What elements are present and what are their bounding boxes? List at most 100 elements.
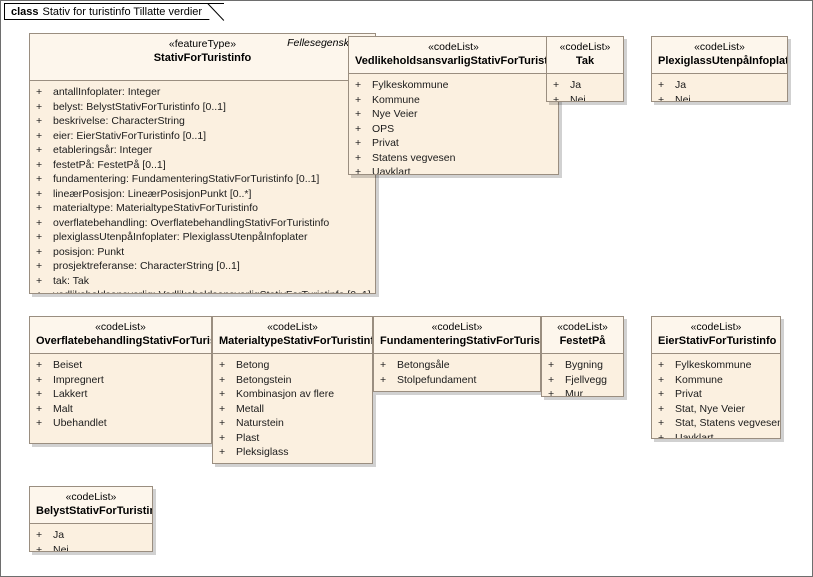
attribute-row[interactable]: +Betongstein [213, 373, 372, 388]
visibility-marker: + [219, 359, 226, 371]
attribute-row[interactable]: +Privat [349, 136, 558, 151]
attribute-row[interactable]: +Nei [30, 543, 152, 552]
diagram-title-tab[interactable]: class Stativ for turistinfo Tillatte ver… [4, 3, 226, 22]
class-stereotype: «codeList» [95, 321, 146, 333]
class-box-materialtypestativforturistinfo[interactable]: «codeList» MaterialtypeStativForTuristin… [212, 316, 373, 464]
attribute-row[interactable]: +belyst: BelystStativForTuristinfo [0..1… [30, 100, 375, 115]
visibility-marker: + [355, 108, 362, 120]
attribute-row[interactable]: +Fylkeskommune [349, 78, 558, 93]
attribute-row[interactable]: + Betong [213, 358, 372, 373]
attribute-row[interactable]: +beskrivelse: CharacterString [30, 114, 375, 129]
class-box-festetpa[interactable]: «codeList» FestetPå +Bygning +Fjellvegg … [541, 316, 624, 397]
visibility-marker: + [219, 446, 226, 458]
attribute-row[interactable]: +Ja [30, 528, 152, 543]
attribute-row[interactable]: +Metall [213, 402, 372, 417]
attribute-row[interactable]: +vedlikeholdsansvarlig: Vedlikeholdsansv… [30, 288, 375, 293]
attribute-row[interactable]: +Ubehandlet [30, 416, 211, 431]
attribute-row[interactable]: +Uavklart [349, 165, 558, 174]
attribute-row[interactable]: +fundamentering: FundamenteringStativFor… [30, 172, 375, 187]
attribute-row[interactable]: +Nye Veier [349, 107, 558, 122]
attribute-row[interactable]: +Privat [652, 387, 780, 402]
class-stereotype: «featureType» [168, 38, 237, 50]
attribute-row[interactable]: +prosjektreferanse: CharacterString [0..… [30, 259, 375, 274]
attribute-row[interactable]: +Naturstein [213, 416, 372, 431]
attribute-row[interactable]: +Uavklart [652, 431, 780, 439]
visibility-marker: + [36, 260, 43, 272]
class-name: MaterialtypeStativForTuristinfo [219, 335, 372, 347]
class-box-eierstativforturistinfo[interactable]: «codeList» EierStativForTuristinfo +Fylk… [651, 316, 781, 439]
attribute-row[interactable]: +Nei [547, 93, 623, 102]
class-header: «codeList» FundamenteringStativForTurist… [374, 317, 540, 354]
class-box-fundamenteringstativforturistinfo[interactable]: «codeList» FundamenteringStativForTurist… [373, 316, 541, 392]
attribute-row[interactable]: +tak: Tak [30, 274, 375, 289]
attribute-row[interactable]: + Kombinasjon av flere [213, 387, 372, 402]
attribute-row[interactable]: +Nei [652, 93, 787, 102]
attribute-text: Kombinasjon av flere [236, 388, 335, 400]
class-box-stativforturistinfo[interactable]: Fellesegenskaper «featureType» StativFor… [29, 33, 376, 294]
attribute-row[interactable]: +materialtype: MaterialtypeStativForTuri… [30, 201, 375, 216]
visibility-marker: + [658, 417, 665, 429]
attribute-row[interactable]: +Plast [213, 431, 372, 446]
attribute-row[interactable]: +etableringsår: Integer [30, 143, 375, 158]
attribute-row[interactable]: +Stolpefundament [374, 373, 540, 388]
attribute-row[interactable]: +Fjellvegg [542, 373, 623, 388]
attribute-row[interactable]: +Mur [542, 387, 623, 396]
class-stereotype: «codeList» [428, 41, 479, 53]
class-attributes: +Ja +Nei [547, 74, 623, 102]
visibility-marker: + [355, 79, 362, 91]
visibility-marker: + [219, 388, 226, 400]
attribute-row[interactable]: +Statens vegvesen [349, 151, 558, 166]
attribute-row[interactable]: +Lakkert [30, 387, 211, 402]
attribute-row[interactable]: +OPS [349, 122, 558, 137]
visibility-marker: + [36, 86, 43, 98]
attribute-row[interactable]: +Impregnert [30, 373, 211, 388]
attribute-text: overflatebehandling: Overflatebehandling… [53, 216, 330, 229]
attribute-text: Betongsåle [397, 359, 450, 371]
attribute-row[interactable]: +Kommune [349, 93, 558, 108]
attribute-row[interactable]: +lineærPosisjon: LineærPosisjonPunkt [0.… [30, 187, 375, 202]
visibility-marker: + [36, 115, 43, 127]
class-box-vedlikeholdsansvarligstativforturistinfo[interactable]: «codeList» VedlikeholdsansvarligStativFo… [348, 36, 559, 175]
class-header: «codeList» MaterialtypeStativForTuristin… [213, 317, 372, 354]
visibility-marker: + [36, 288, 53, 293]
class-box-plexiglassutenpainfoplater[interactable]: «codeList» PlexiglassUtenpåInfoplater +J… [651, 36, 788, 102]
class-header: «codeList» VedlikeholdsansvarligStativFo… [349, 37, 558, 74]
attribute-text: Bygning [565, 359, 603, 371]
visibility-marker: + [658, 79, 665, 91]
attribute-row[interactable]: +Kommune [652, 373, 780, 388]
attribute-text: etableringsår: Integer [53, 144, 153, 156]
attribute-row[interactable]: +Malt [30, 402, 211, 417]
attribute-row[interactable]: +festetPå: FestetPå [0..1] [30, 158, 375, 173]
attribute-row[interactable]: +posisjon: Punkt [30, 245, 375, 260]
class-name: VedlikeholdsansvarligStativForTuristinfo [355, 55, 558, 67]
attribute-text: fundamentering: FundamenteringStativForT… [53, 173, 320, 185]
attribute-text: Betong [236, 359, 270, 371]
class-header: «codeList» FestetPå [542, 317, 623, 354]
class-box-overflatebehandlingstativforturistinfo[interactable]: «codeList» OverflatebehandlingStativForT… [29, 316, 212, 444]
attribute-row[interactable]: +Stat, Nye Veier [652, 402, 780, 417]
visibility-marker: + [355, 122, 362, 135]
attribute-row[interactable]: +overflatebehandling: Overflatebehandlin… [30, 216, 375, 231]
attribute-text: Nei [53, 543, 69, 552]
class-attributes: +Ja +Nei [30, 524, 152, 552]
attribute-row[interactable]: +Beiset [30, 358, 211, 373]
attribute-row[interactable]: +Fylkeskommune [652, 358, 780, 373]
class-box-belyststativforturistinfo[interactable]: «codeList» BelystStativForTuristinfo +Ja… [29, 486, 153, 552]
attribute-text: Ja [675, 79, 687, 91]
attribute-row[interactable]: +Betongsåle [374, 358, 540, 373]
class-box-tak[interactable]: «codeList» Tak +Ja +Nei [546, 36, 624, 102]
attribute-row[interactable]: + Pleksiglass [213, 445, 372, 460]
attribute-row[interactable]: +Tre [213, 460, 372, 464]
attribute-text: Kommune [675, 373, 723, 386]
attribute-row[interactable]: +Ja [547, 78, 623, 93]
attribute-text: eier: EierStativForTuristinfo [0..1] [53, 129, 207, 142]
visibility-marker: + [36, 245, 43, 258]
attribute-row[interactable]: +Stat, Statens vegvesen [652, 416, 780, 431]
attribute-row[interactable]: + Ja [652, 78, 787, 93]
attribute-row[interactable]: +Bygning [542, 358, 623, 373]
attribute-row[interactable]: +plexiglassUtenpåInfoplater: PlexiglassU… [30, 230, 375, 245]
tab-corner-shape [207, 3, 226, 22]
attribute-text: Pleksiglass [236, 446, 289, 458]
attribute-row[interactable]: +antallInfoplater: Integer [30, 85, 375, 100]
attribute-row[interactable]: +eier: EierStativForTuristinfo [0..1] [30, 129, 375, 144]
